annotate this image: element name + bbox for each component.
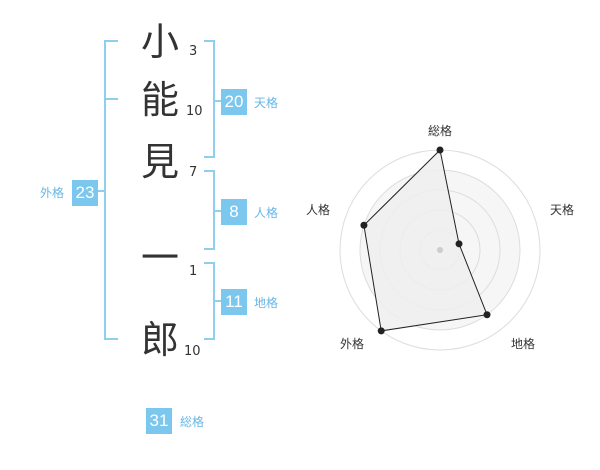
- stroke-count-2: 10: [186, 104, 203, 119]
- soukaku-label: 総格: [180, 415, 205, 429]
- chikaku-value: 11: [221, 289, 247, 315]
- tenkaku-bracket-top: [204, 40, 215, 42]
- tenkaku-label: 天格: [254, 96, 279, 110]
- soukaku-value: 31: [146, 408, 172, 434]
- tenkaku-bracket-line: [213, 40, 215, 158]
- gaikaku-value: 23: [72, 180, 98, 206]
- radar-label-chikaku: 地格: [511, 337, 536, 351]
- tenkaku-bracket-connector: [213, 100, 221, 102]
- radar-label-soukaku: 総格: [428, 124, 453, 138]
- chikaku-bracket-top: [204, 262, 215, 264]
- gaikaku-bracket-mid: [104, 98, 118, 100]
- jinkaku-bracket-bottom: [204, 248, 215, 250]
- gaikaku-bracket-top: [104, 40, 118, 42]
- chikaku-bracket-bottom: [204, 338, 215, 340]
- radar-label-gaikaku: 外格: [340, 337, 365, 351]
- jinkaku-bracket-top: [204, 170, 215, 172]
- stroke-count-3: 7: [189, 165, 198, 180]
- radar-polygon: [363, 148, 488, 332]
- radar-point-3: [483, 311, 491, 319]
- stroke-count-1: 3: [189, 44, 198, 59]
- jinkaku-label: 人格: [254, 206, 279, 220]
- name-char-5: 郎: [140, 318, 179, 362]
- radar-center-dot: [437, 247, 443, 253]
- tenkaku-value: 20: [221, 89, 247, 115]
- radar-point-1: [436, 146, 444, 154]
- chikaku-bracket-connector: [213, 300, 221, 302]
- gaikaku-bracket-bottom: [104, 338, 118, 340]
- radar-point-2: [455, 240, 463, 248]
- name-char-2: 能: [140, 78, 179, 122]
- radar-point-5: [360, 221, 368, 229]
- radar-label-tenkaku: 天格: [550, 203, 575, 217]
- jinkaku-bracket-connector: [213, 210, 221, 212]
- stroke-count-5: 10: [184, 344, 201, 359]
- gaikaku-bracket-connector: [96, 190, 106, 192]
- gaikaku-label: 外格: [40, 186, 65, 200]
- name-char-1: 小: [140, 20, 179, 64]
- name-char-3: 見: [140, 140, 179, 184]
- name-char-4: 一: [140, 236, 179, 280]
- jinkaku-value: 8: [221, 199, 247, 225]
- stroke-count-4: 1: [189, 264, 198, 279]
- chikaku-label: 地格: [254, 296, 279, 310]
- radar-point-4: [377, 327, 385, 335]
- tenkaku-bracket-bottom: [204, 156, 215, 158]
- radar-label-jinkaku: 人格: [306, 203, 331, 217]
